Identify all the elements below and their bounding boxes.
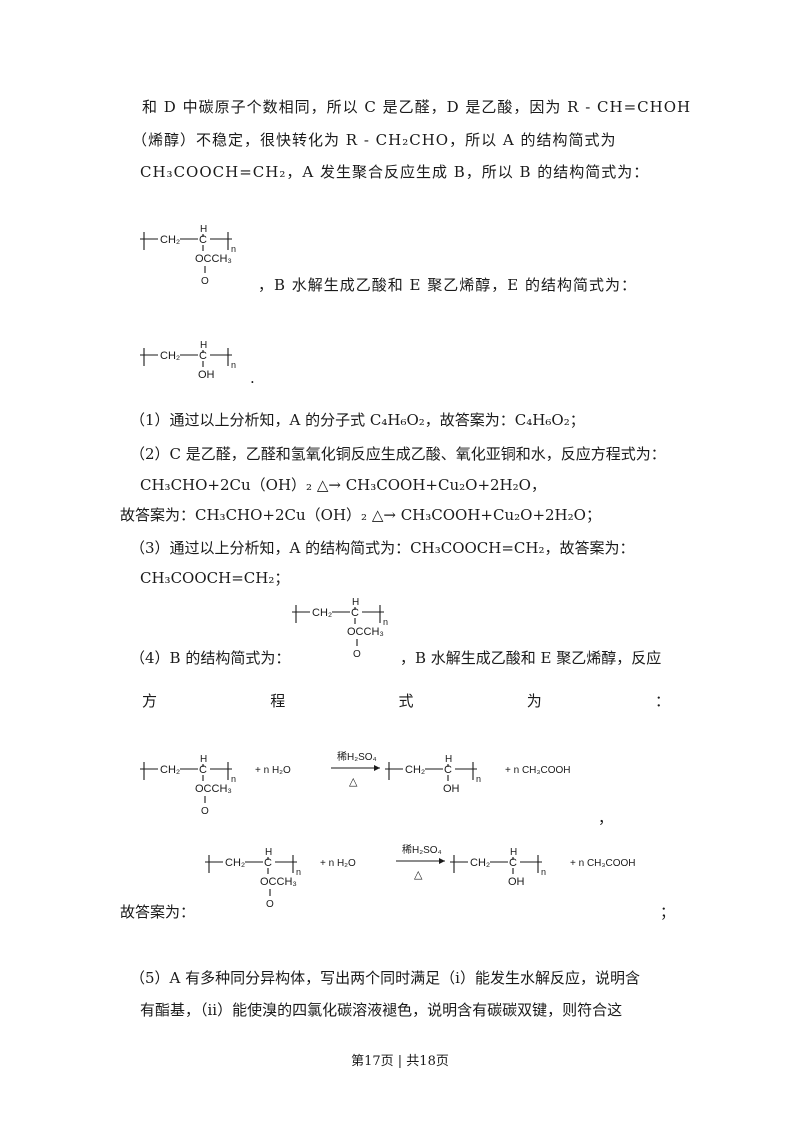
carbonyl-oxygen-label: O (201, 806, 209, 817)
ch2-label: CH₂ (160, 234, 180, 246)
question-4-answer-label: 故答案为： (120, 903, 196, 921)
ch2-label: CH₂ (160, 350, 180, 362)
text-line-4: ，B 水解生成乙酸和 E 聚乙烯醇，E 的结构简式为： (258, 276, 637, 294)
acetate-group-label: OCCH₃ (195, 783, 232, 795)
plus-water-label: + n H₂O (255, 765, 291, 776)
plus-acetic-acid-label: + n CH₃COOH (570, 858, 635, 869)
question-4-spread-line: 方 程 式 为 ： (142, 690, 670, 711)
question-2: （2）C 是乙醛，乙醛和氢氧化铜反应生成乙酸、氧化亚铜和水，反应方程式为： (130, 445, 666, 463)
acetate-group-label: OCCH₃ (195, 253, 232, 265)
reaction-middle: + n H₂O 稀H₂SO₄ △ (320, 843, 445, 881)
h-label: H (200, 754, 207, 765)
spread-char: 程 (270, 692, 286, 710)
spread-char: 为 (526, 692, 542, 710)
question-2-answer: 故答案为：CH₃CHO+2Cu（OH）₂ △→ CH₃COOH+Cu₂O+2H₂… (120, 506, 601, 524)
reagent-label: 稀H₂SO₄ (402, 843, 442, 856)
hydroxyl-label: OH (508, 876, 525, 888)
question-5-line-1: （5）A 有多种同分异构体，写出两个同时满足（i）能发生水解反应，说明含 (130, 969, 640, 987)
carbon-label: C (509, 857, 517, 869)
carbonyl-oxygen-label: O (201, 276, 209, 287)
question-4-continued: ，B 水解生成乙酸和 E 聚乙烯醇，反应 (400, 649, 662, 667)
text-line-2: （烯醇）不稳定，很快转化为 R - CH₂CHO，所以 A 的结构简式为 (132, 131, 617, 149)
spread-char: ： (654, 692, 670, 710)
question-1: （1）通过以上分析知，A 的分子式 C₄H₆O₂，故答案为：C₄H₆O₂； (130, 411, 585, 429)
ch2-label: CH₂ (225, 857, 245, 869)
carbon-label: C (444, 764, 452, 776)
spread-char: 式 (398, 692, 414, 710)
question-4-start: （4）B 的结构简式为： (130, 649, 291, 667)
question-3: （3）通过以上分析知，A 的结构简式为：CH₃COOCH=CH₂，故答案为： (130, 539, 635, 557)
plus-water-label: + n H₂O (320, 858, 356, 869)
subscript-n: n (383, 617, 388, 627)
ch2-label: CH₂ (312, 607, 332, 619)
heat-delta-label: △ (349, 776, 358, 788)
acetate-group-label: OCCH₃ (260, 876, 297, 888)
page-footer: 第17页 | 共18页 (351, 1054, 449, 1069)
arrow-head-icon (374, 765, 380, 771)
h-label: H (352, 597, 359, 608)
reagent-label: 稀H₂SO₄ (337, 750, 377, 763)
subscript-n: n (541, 867, 546, 877)
comma: ， (598, 809, 614, 827)
subscript-n: n (476, 774, 481, 784)
question-3-answer: CH₃COOCH=CH₂； (140, 569, 290, 587)
semicolon: ； (660, 903, 676, 921)
carbon-label: C (199, 764, 207, 776)
heat-delta-label: △ (414, 869, 423, 881)
text-line-5: . (250, 369, 255, 387)
subscript-n: n (231, 774, 236, 784)
spread-char: 方 (142, 692, 158, 710)
subscript-n: n (296, 867, 301, 877)
hydroxyl-label: OH (443, 783, 460, 795)
text-line-1: 和 D 中碳原子个数相同，所以 C 是乙醛，D 是乙酸，因为 R - CH=CH… (142, 98, 692, 116)
ch2-label: CH₂ (470, 857, 490, 869)
question-2-equation: CH₃CHO+2Cu（OH）₂ △→ CH₃COOH+Cu₂O+2H₂O， (140, 476, 546, 494)
h-label: H (200, 224, 207, 235)
ch2-label: CH₂ (405, 764, 425, 776)
question-5-line-2: 有酯基，（ii）能使溴的四氯化碳溶液褪色，说明含有碳碳双键，则符合这 (140, 1001, 623, 1019)
carbonyl-oxygen-label: O (353, 649, 361, 660)
hydroxyl-label: OH (198, 369, 215, 381)
arrow-head-icon (439, 858, 445, 864)
h-label: H (265, 847, 272, 858)
carbonyl-oxygen-label: O (266, 899, 274, 910)
subscript-n: n (231, 244, 236, 254)
acetate-group-label: OCCH₃ (347, 626, 384, 638)
carbon-label: C (199, 234, 207, 246)
carbon-label: C (264, 857, 272, 869)
carbon-label: C (351, 607, 359, 619)
ch2-label: CH₂ (160, 764, 180, 776)
h-label: H (510, 847, 517, 858)
h-label: H (445, 754, 452, 765)
subscript-n: n (231, 360, 236, 370)
carbon-label: C (199, 350, 207, 362)
acid-product: + n CH₃COOH (505, 765, 570, 776)
reaction-middle: + n H₂O 稀H₂SO₄ △ (255, 750, 380, 788)
text-line-3: CH₃COOCH=CH₂，A 发生聚合反应生成 B，所以 B 的结构简式为： (140, 163, 650, 181)
h-label: H (200, 340, 207, 351)
plus-acetic-acid-label: + n CH₃COOH (505, 765, 570, 776)
acid-product: + n CH₃COOH (570, 858, 635, 869)
